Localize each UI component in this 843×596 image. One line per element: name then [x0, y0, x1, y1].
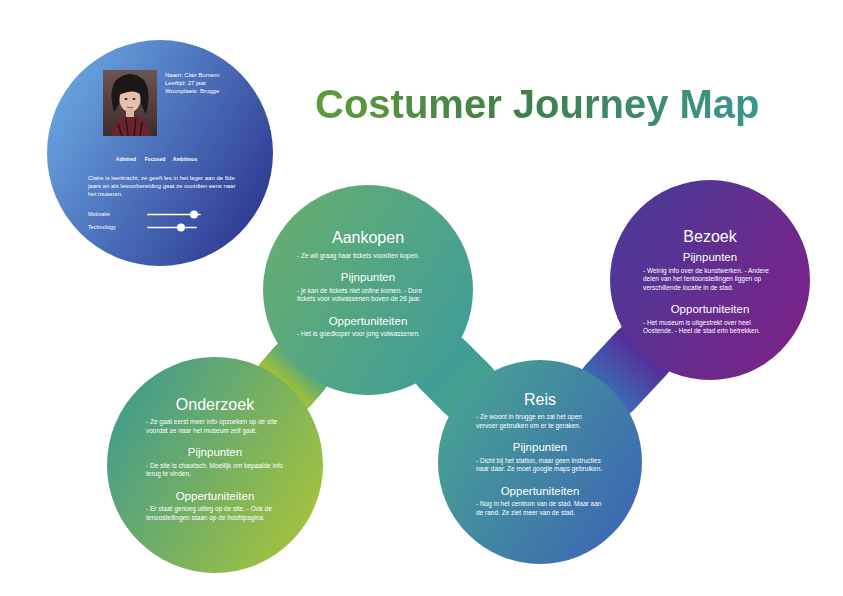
- trait-label: Admired: [108, 156, 144, 162]
- section-heading: Pijnpunten: [297, 271, 439, 284]
- stage-text: - Het is goedkoper voor jong volwassenen…: [297, 330, 439, 338]
- journey-bridge: [610, 353, 642, 387]
- text-holder: Admired: [108, 156, 144, 162]
- stage-content: Onderzoek - Ze gaat eerst meer info opzoe…: [146, 396, 284, 523]
- stage-circle: Onderzoek - Ze gaat eerst meer info opzoe…: [107, 357, 323, 573]
- slider: [148, 224, 196, 232]
- stage-text: - Nog in het centrum van de stad. Maar a…: [476, 500, 604, 517]
- stage-circle: BezoekPijnpunten - Weinig info over de ku…: [610, 180, 810, 380]
- section-heading: Oppertuniteiten: [146, 490, 284, 503]
- text-holder: Leeftijd: 27 jaar: [165, 80, 265, 87]
- stage-content: Reis - Ze woont in brugge en zal het open…: [476, 391, 604, 518]
- slider-label: Motivatie: [88, 211, 138, 218]
- stage-content: BezoekPijnpunten - Weinig info over de ku…: [643, 228, 777, 335]
- section-heading: Pijnpunten: [146, 446, 284, 459]
- slider: [148, 211, 200, 219]
- text-holder: Technology: [88, 224, 138, 231]
- stage-heading: Bezoek: [643, 228, 777, 246]
- text-holder: Focused: [137, 156, 173, 162]
- stage-text: - De site is chaotisch. Moeilijk om bepa…: [146, 462, 284, 479]
- persona-description: Claire is leerkracht, ze geeft les in he…: [88, 174, 242, 198]
- trait-label: Ambitious: [165, 156, 205, 162]
- circle-shape: [47, 40, 273, 266]
- stage-circle: Aankopen - Ze wil graag haar tickets voor…: [263, 185, 473, 395]
- text-holder: Woonplaats: Brugge: [165, 88, 265, 95]
- stage-text: - Het museum is uitgestrekt over heel Oo…: [643, 319, 777, 336]
- persona-circle: Naam: Clair BurnemLeeftijd: 27 jaarWoonp…: [47, 40, 273, 266]
- text-holder: Motivatie: [88, 211, 138, 218]
- stage-heading: Onderzoek: [146, 396, 284, 414]
- text-holder: Ambitious: [165, 156, 205, 162]
- title: Costumer Journey Map: [315, 82, 760, 126]
- persona-info: Naam: Clair Burnem: [165, 72, 265, 79]
- stage-content: Aankopen - Ze wil graag haar tickets voor…: [297, 229, 439, 339]
- journey-bridge: [442, 364, 468, 390]
- section-heading: Pijnpunten: [476, 441, 604, 454]
- text-holder: Naam: Clair Burnem: [165, 72, 265, 79]
- text-holder: Claire is leerkracht, ze geeft les in he…: [88, 174, 242, 198]
- persona-photo: [103, 70, 157, 136]
- stage-text: - Ze gaat eerst meer info opzoeken op de…: [146, 418, 284, 435]
- persona-info: Leeftijd: 27 jaar: [165, 80, 265, 87]
- stage-heading: Reis: [476, 391, 604, 409]
- section-heading: Oppertuniteiten: [476, 485, 604, 498]
- trait-label: Focused: [137, 156, 173, 162]
- stage-circle: Reis - Ze woont in brugge en zal het open…: [438, 360, 642, 564]
- stage-text: - Er staat genoeg uitleg op de site. - O…: [146, 505, 284, 522]
- slider-label: Technology: [88, 224, 138, 231]
- journey-bridge: [286, 369, 299, 384]
- stage-text: - Ze wil graag haar tickets voordien kop…: [297, 252, 439, 260]
- persona-info: Woonplaats: Brugge: [165, 88, 265, 95]
- stage-text: - Weinig info over de kunstwerken. - And…: [643, 267, 777, 292]
- stage-text: - Ze woont in brugge en zal het open ver…: [476, 413, 604, 430]
- title-box: Costumer Journey Map: [315, 82, 760, 126]
- section-heading: Oppertuniteiten: [297, 315, 439, 328]
- stage-text: - je kan de tickets niet online komen. -…: [297, 287, 439, 304]
- section-heading: Pijnpunten: [643, 251, 777, 264]
- section-heading: Opportuniteiten: [643, 303, 777, 316]
- stage-text: - Dicht bij het station, maar geen instr…: [476, 457, 604, 474]
- stage-heading: Aankopen: [297, 229, 439, 247]
